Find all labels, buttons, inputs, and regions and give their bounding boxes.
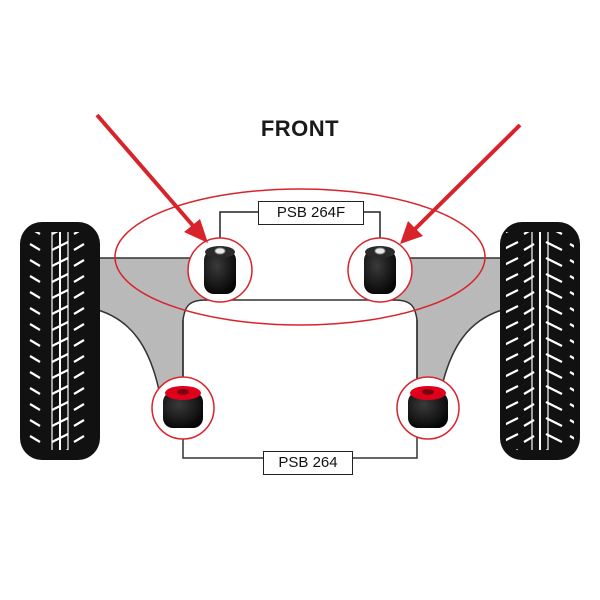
part-label-front: PSB 264F: [258, 201, 364, 225]
bush-icon: [204, 246, 236, 294]
front-title: FRONT: [260, 116, 340, 141]
front-label-connector: [219, 211, 381, 243]
part-label-rear: PSB 264: [263, 451, 353, 475]
rear-left-bush: [151, 376, 215, 440]
arrow-icon: [400, 123, 522, 244]
subframe-arms: [97, 257, 503, 459]
front-left-bush: [187, 237, 253, 303]
front-highlight-ellipse: [114, 188, 486, 326]
arrow-icon: [95, 113, 208, 243]
crossmember: [182, 299, 418, 459]
front-right-bush: [347, 237, 413, 303]
tyre-icon: [20, 222, 100, 460]
tyre-icon: [500, 222, 580, 460]
rear-right-bush: [396, 376, 460, 440]
bush-icon: [408, 386, 448, 428]
bush-icon: [364, 246, 396, 294]
bush-icon: [163, 386, 203, 428]
